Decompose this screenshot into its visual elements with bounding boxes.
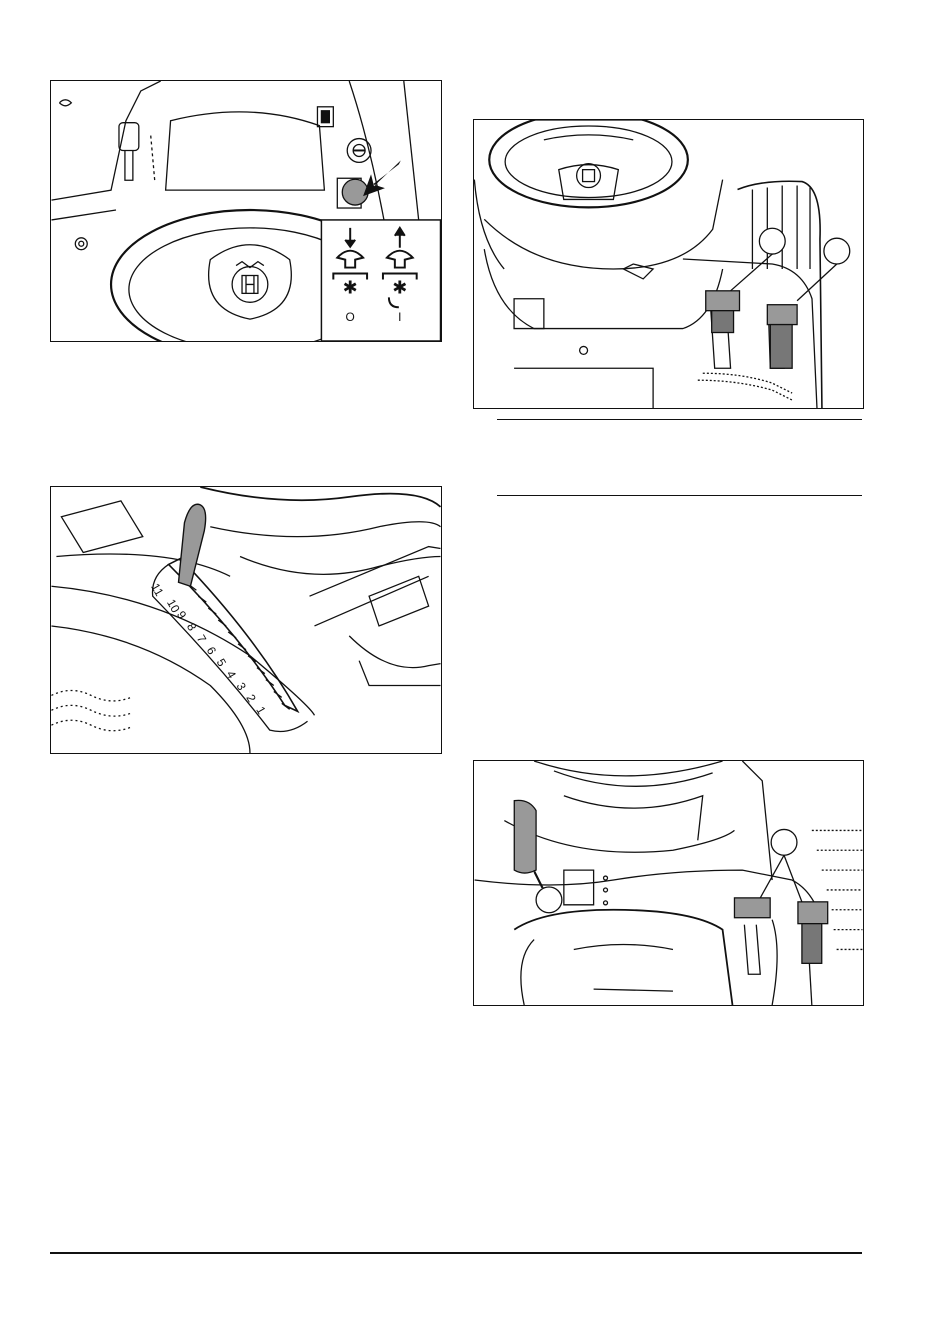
pedals-top-illustration — [474, 120, 863, 408]
gear-mark: 11 — [148, 581, 166, 599]
pedals-side-figure — [473, 760, 864, 1006]
height-lever-figure: 11 10 9 8 7 6 5 4 3 2 1 — [50, 486, 442, 754]
gear-mark: 6 — [204, 644, 220, 657]
note-rule-bottom — [497, 495, 862, 496]
note-rule-top — [497, 419, 862, 420]
gear-mark: 7 — [194, 632, 210, 645]
pedals-top-figure — [473, 119, 864, 409]
gear-mark: 4 — [224, 668, 240, 681]
ignition-choke-illustration: ✱ ✱ O I — [51, 81, 441, 341]
height-lever-illustration: 11 10 9 8 7 6 5 4 3 2 1 — [51, 487, 441, 753]
gear-mark: 3 — [233, 680, 249, 693]
svg-text:✱: ✱ — [343, 277, 358, 298]
ignition-choke-figure: ✱ ✱ O I — [50, 80, 442, 342]
pedals-side-illustration — [474, 761, 863, 1005]
footer-rule — [50, 1252, 862, 1254]
gear-mark: 5 — [214, 656, 230, 669]
gear-mark: 2 — [243, 692, 259, 705]
svg-text:✱: ✱ — [392, 277, 407, 298]
choke-on-symbol: I — [398, 310, 401, 324]
gear-mark: 1 — [253, 704, 269, 717]
choke-off-symbol: O — [346, 310, 355, 324]
